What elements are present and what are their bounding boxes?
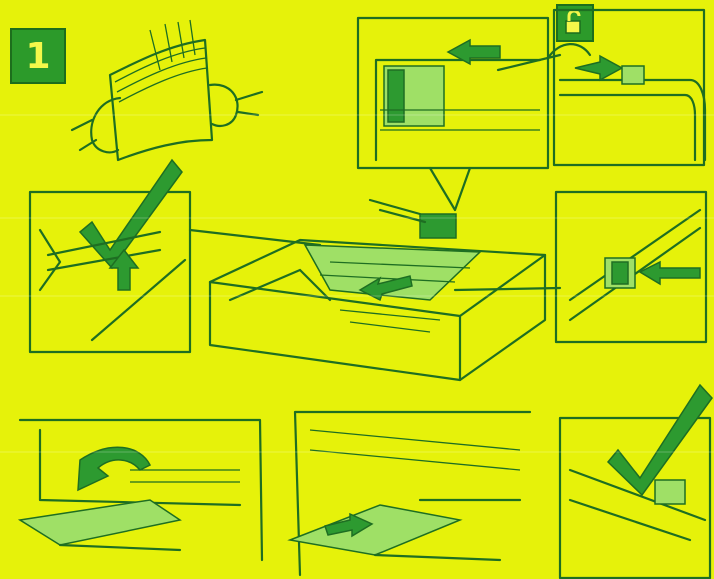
inset-length-guide [556,192,706,342]
bottom-panel-check [560,385,712,578]
paper-tray [210,200,560,380]
bottom-panel-open-bypass [20,420,262,560]
inset-unlock-lever [498,10,705,165]
fan-paper-illustration [72,20,262,160]
inset-max-fill-line [30,160,320,352]
inset-width-guide [358,18,548,210]
bottom-panel-insert-paper [290,412,530,575]
